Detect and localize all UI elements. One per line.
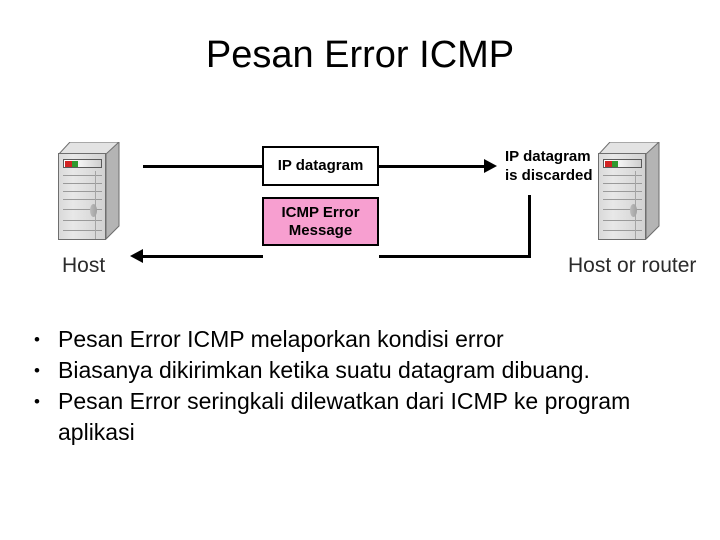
ip-datagram-label: IP datagram <box>277 157 364 175</box>
icmp-flow-diagram: IP datagram ICMP Error Message IP datagr… <box>0 120 720 300</box>
tower-led-red-icon <box>65 161 72 167</box>
tower-side-face-icon <box>646 142 660 240</box>
tower-front-face-icon <box>598 153 646 240</box>
list-item: Pesan Error ICMP melaporkan kondisi erro… <box>26 324 696 355</box>
tower-slot-line <box>603 199 642 200</box>
tower-slot-line <box>603 220 642 221</box>
tower-side-face-icon <box>106 142 120 240</box>
datagram-line-right <box>379 165 484 168</box>
tower-drive-bay-icon <box>603 159 642 168</box>
tower-drive-bay-icon <box>63 159 102 168</box>
tower-slot-line <box>63 199 102 200</box>
tower-slot-line <box>603 175 642 176</box>
icmp-error-label-line1: ICMP Error <box>281 204 360 222</box>
tower-slot-line <box>63 175 102 176</box>
icmp-arrowhead <box>130 249 143 263</box>
tower-slot-line <box>603 183 642 184</box>
tower-slot-line <box>603 209 642 210</box>
datagram-arrowhead <box>484 159 497 173</box>
datagram-line-left <box>143 165 263 168</box>
icmp-error-message-box: ICMP Error Message <box>262 197 379 246</box>
list-item: Pesan Error seringkali dilewatkan dari I… <box>26 386 696 448</box>
tower-slot-line <box>603 191 642 192</box>
bullet-list: Pesan Error ICMP melaporkan kondisi erro… <box>26 324 696 448</box>
list-item: Biasanya dikirimkan ketika suatu datagra… <box>26 355 696 386</box>
tower-slot-line <box>63 220 102 221</box>
router-caption: Host or router <box>568 254 697 277</box>
tower-slot-line <box>63 230 102 231</box>
page-title: Pesan Error ICMP <box>205 34 515 76</box>
tower-slot-line <box>63 183 102 184</box>
icmp-connector-vertical <box>528 195 531 258</box>
tower-slot-line <box>603 230 642 231</box>
router-computer-icon <box>598 142 660 240</box>
tower-slot-line <box>63 209 102 210</box>
discarded-annotation-line1: IP datagram <box>505 148 591 165</box>
host-caption: Host <box>62 254 106 277</box>
discarded-annotation-line2: is discarded <box>505 166 593 184</box>
tower-power-knob-icon <box>90 204 97 217</box>
tower-slot-line <box>63 191 102 192</box>
tower-led-green-icon <box>72 161 78 167</box>
icmp-line-left <box>143 255 263 258</box>
tower-led-green-icon <box>612 161 618 167</box>
tower-power-knob-icon <box>630 204 637 217</box>
icmp-error-label-line2: Message <box>288 221 353 239</box>
tower-front-face-icon <box>58 153 106 240</box>
icmp-line-right <box>379 255 531 258</box>
tower-led-red-icon <box>605 161 612 167</box>
ip-datagram-box: IP datagram <box>262 146 379 186</box>
discarded-annotation: IP datagram is discarded <box>505 148 593 186</box>
host-computer-icon <box>58 142 120 240</box>
